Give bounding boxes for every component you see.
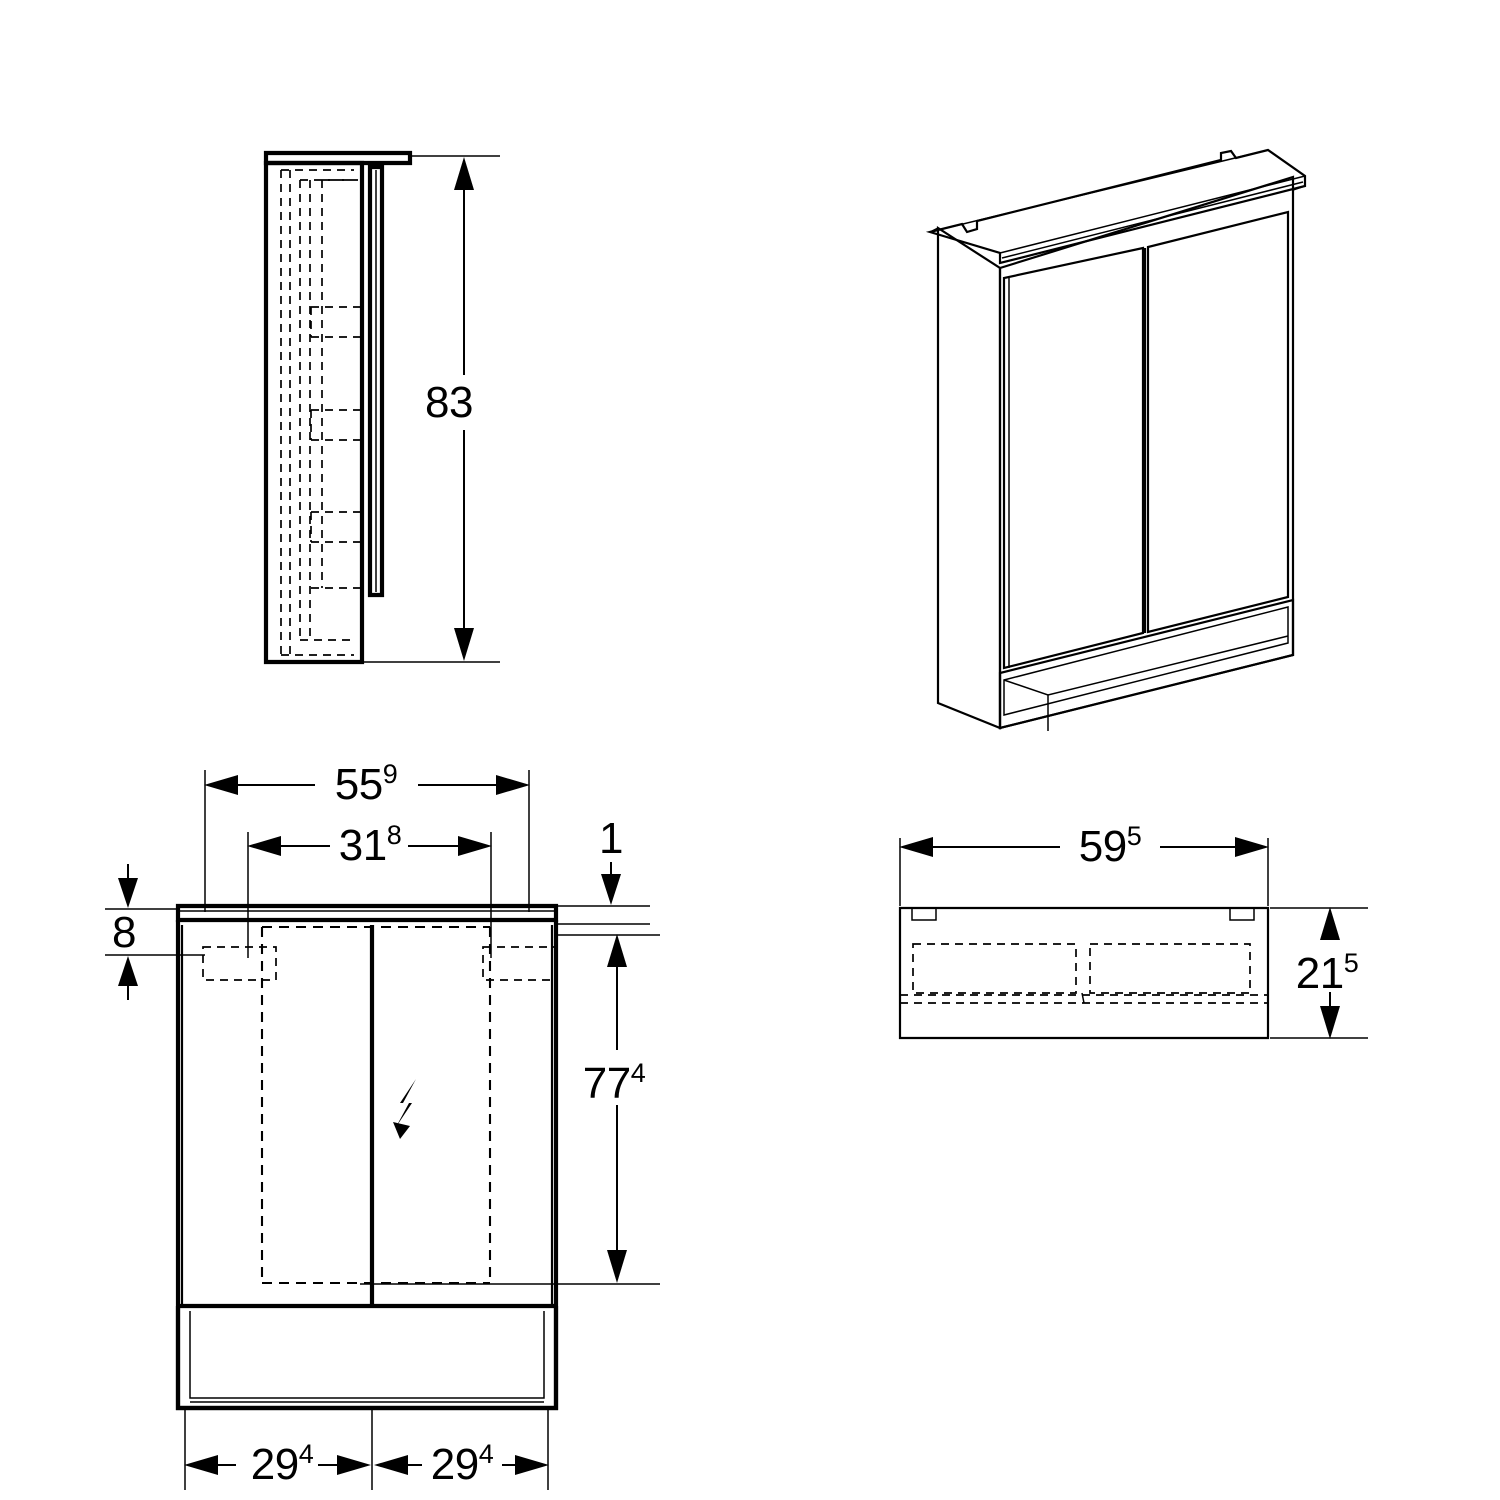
dim-595-label: 595 <box>1079 821 1141 871</box>
iso-top-plate-front-edge-2 <box>1001 181 1304 259</box>
front-top-rail <box>175 903 559 923</box>
dim-774-arrow-top <box>607 934 627 967</box>
iso-bottom-shelf-floor <box>1003 635 1289 696</box>
dimension-top-depth: 215 <box>1270 907 1368 1039</box>
iso-top-plate-corner <box>929 227 939 233</box>
dim-8-arrow-top <box>118 878 138 908</box>
iso-bottom-shelf-inner <box>1003 606 1289 716</box>
dim-83-arrow-bottom <box>454 628 474 661</box>
front-bottom-shelf <box>175 1306 559 1411</box>
iso-right-door <box>1146 210 1290 634</box>
electrical-hazard-icon <box>393 1079 416 1139</box>
dim-83-label: 83 <box>425 378 473 427</box>
iso-top-plate-right-corner <box>1292 185 1306 191</box>
front-hinge-left <box>202 946 277 981</box>
dimension-front-door-widths: 294 294 <box>184 1410 549 1490</box>
side-shelf-1 <box>310 306 360 338</box>
side-shelf-group <box>310 306 360 589</box>
dim-595-arrow-right <box>1235 837 1269 857</box>
dim-294-right-label: 294 <box>431 1439 494 1489</box>
dimension-front-top-offset: 1 <box>558 814 650 925</box>
dimension-top-width: 595 <box>899 821 1269 906</box>
side-shelf-3 <box>310 511 360 543</box>
dimension-front-door-height: 774 <box>360 934 660 1285</box>
front-bottom-shelf-inner <box>189 1311 545 1399</box>
dim-318-label: 318 <box>339 820 401 870</box>
dim-215-arrow-top <box>1320 907 1340 940</box>
dim-1-arrow <box>601 874 621 905</box>
dim-559-label: 559 <box>335 759 397 809</box>
front-hinge-right <box>482 946 557 981</box>
dim-8-label: 8 <box>112 908 136 957</box>
iso-top-plate-back-edge <box>929 149 1269 233</box>
dimension-front-left-offset: 8 <box>105 864 205 1000</box>
top-plan-outline <box>898 906 1270 1040</box>
side-shelf-2 <box>310 409 360 441</box>
iso-top-plate-front-edge <box>999 175 1306 254</box>
iso-top-plate <box>925 148 1307 265</box>
dim-559-arrow-left <box>204 775 238 795</box>
dimension-front-width-outer: 559 <box>204 759 530 912</box>
top-plan-hidden-left-box <box>912 943 1077 994</box>
top-plan-notch-right <box>1229 908 1255 921</box>
dim-1-label: 1 <box>599 814 623 863</box>
dim-318-arrow-right <box>458 836 492 856</box>
dim-8-arrow-bottom <box>118 956 138 986</box>
iso-left-door <box>1002 246 1145 670</box>
dim-294-left-label: 294 <box>251 1439 314 1489</box>
side-top-plate <box>263 150 413 166</box>
dim-318-arrow-left <box>247 836 281 856</box>
dim-215-arrow-bottom <box>1320 1006 1340 1039</box>
top-plan-hidden-right-box <box>1089 943 1251 994</box>
isometric-view <box>925 148 1307 731</box>
dim-294-right-arrow-a <box>374 1455 408 1475</box>
dim-559-arrow-right <box>496 775 530 795</box>
iso-bottom-shelf-front <box>998 598 1295 730</box>
front-carcass-outline <box>175 920 559 1411</box>
dimension-front-width-inner: 318 <box>247 820 492 958</box>
iso-left-side-panel <box>936 225 1002 730</box>
dimension-side-height: 83 <box>425 157 474 661</box>
dim-83-arrow-top <box>454 157 474 190</box>
dim-294-right-arrow-b <box>515 1455 549 1475</box>
side-section-view: 83 <box>263 150 500 665</box>
top-plan-center-tick <box>1081 992 1085 1004</box>
top-plan-notch-left <box>911 908 937 921</box>
dim-774-label: 774 <box>583 1058 646 1108</box>
side-carcass-outline <box>263 160 365 665</box>
side-door-leaf <box>367 164 385 598</box>
dim-294-left-arrow-b <box>337 1455 371 1475</box>
dim-294-left-arrow-a <box>184 1455 218 1475</box>
dim-595-arrow-left <box>899 837 933 857</box>
top-plan-view: 595 215 <box>898 821 1368 1040</box>
dim-215-label: 215 <box>1296 948 1358 998</box>
dim-774-arrow-bottom <box>607 1250 627 1283</box>
front-elevation-view: 559 318 1 <box>105 759 660 1490</box>
